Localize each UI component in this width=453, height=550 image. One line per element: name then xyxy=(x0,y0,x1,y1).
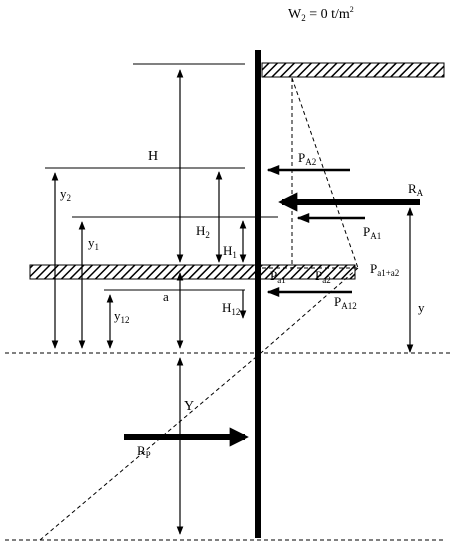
label-y: y xyxy=(418,300,425,315)
label-PA1: PA1 xyxy=(363,224,381,241)
label-H1: H1 xyxy=(223,243,237,260)
label-PA2: PA2 xyxy=(298,150,316,167)
label-a: a xyxy=(163,289,169,304)
label-Pa2: Pa2 xyxy=(315,268,331,285)
label-H12: H12 xyxy=(222,300,240,317)
label-RP: RP xyxy=(137,443,151,460)
label-y1: y1 xyxy=(88,235,99,252)
label-Pa1: Pa1 xyxy=(270,268,286,285)
label-PA12: PA12 xyxy=(334,294,357,311)
label-RA: RA xyxy=(408,181,424,198)
title-w2: W2 = 0 t/m2 xyxy=(288,5,354,23)
excavation-level-surface xyxy=(29,264,356,280)
retained-ground-surface xyxy=(261,62,445,78)
passive-pressure-line xyxy=(39,351,263,541)
label-y12: y12 xyxy=(114,308,130,325)
active-pressure-line-upper xyxy=(291,77,359,269)
label-H: H xyxy=(148,149,158,164)
label-Y: Y xyxy=(184,399,194,414)
label-Pa1a2: Pa1+a2 xyxy=(370,261,399,278)
active-pressure-line-lower xyxy=(261,267,359,353)
label-y2: y2 xyxy=(60,186,71,203)
label-H2: H2 xyxy=(196,223,210,240)
